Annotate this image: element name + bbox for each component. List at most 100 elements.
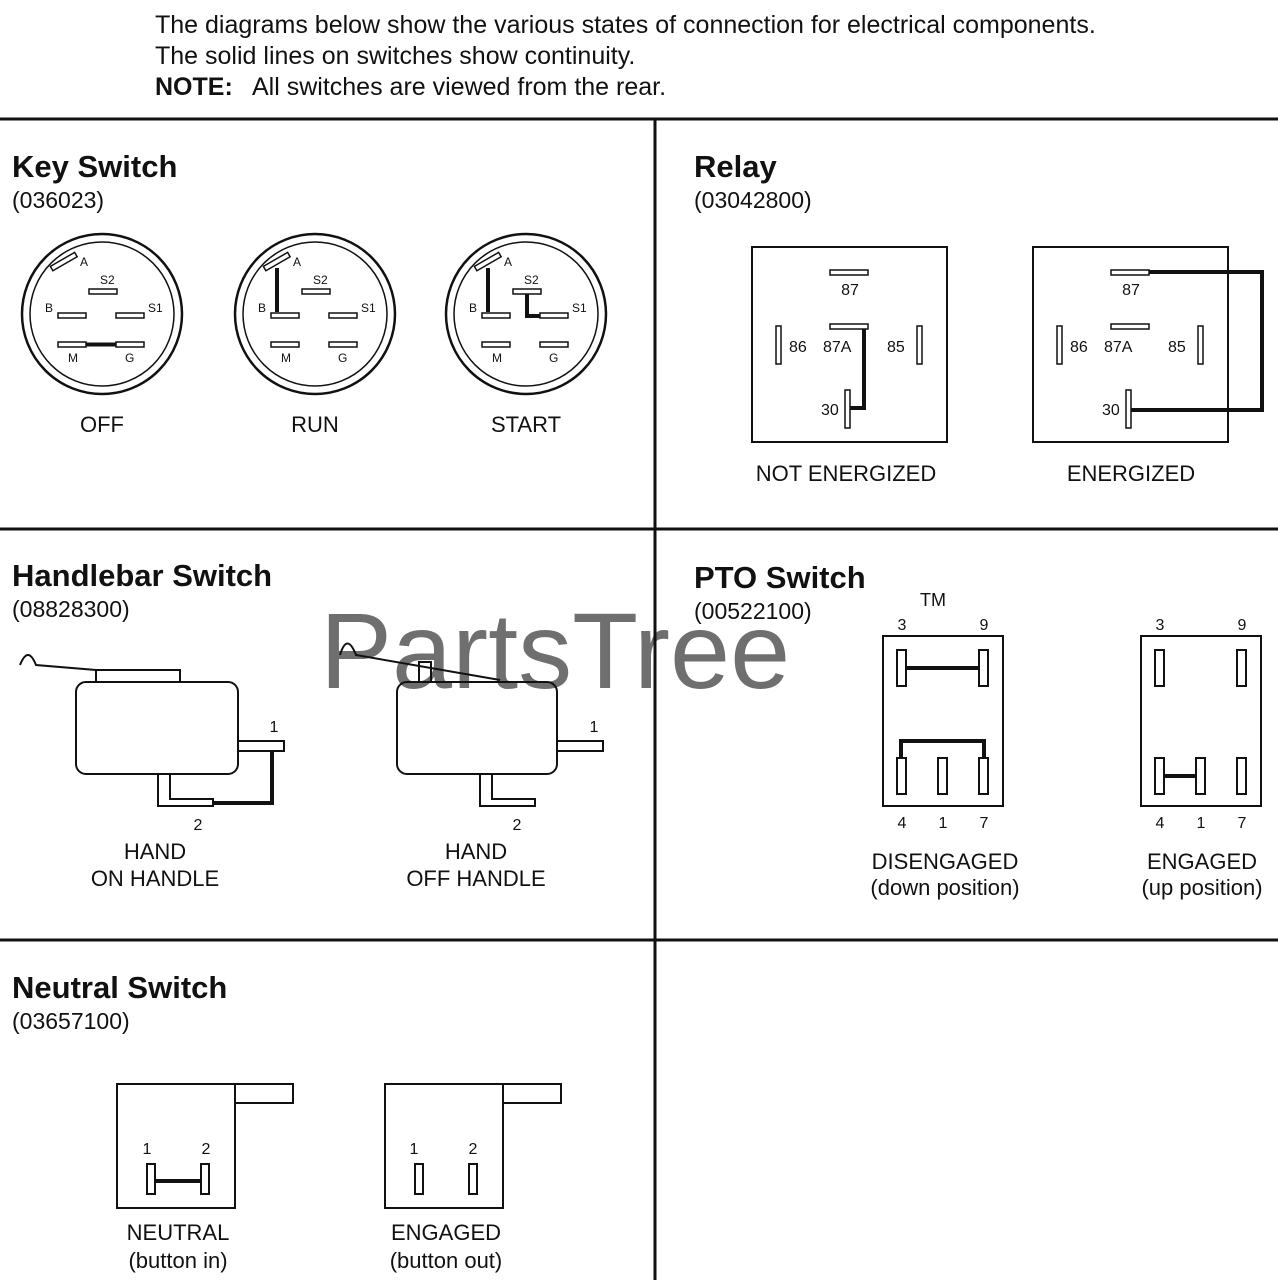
relay-title: Relay	[694, 149, 777, 184]
terminal-85	[1197, 325, 1204, 365]
label-1: 1	[1197, 815, 1206, 832]
neutral-switch-title: Neutral Switch	[12, 970, 227, 1005]
label-87: 87	[1122, 282, 1140, 299]
terminal-b	[57, 312, 87, 319]
label-86: 86	[1070, 339, 1088, 356]
terminal-1	[1195, 757, 1206, 795]
pto-disengaged-diagram	[882, 635, 1004, 807]
terminal-b	[270, 312, 300, 319]
handlebar-on-handle-diagram	[19, 654, 285, 807]
label-87: 87	[841, 282, 859, 299]
terminal-85	[916, 325, 923, 365]
note-text: All switches are viewed from the rear.	[252, 73, 666, 101]
terminal-s1	[539, 312, 569, 319]
terminal-s2	[512, 288, 542, 295]
terminal-3	[1154, 649, 1165, 687]
terminal-87a	[1110, 323, 1150, 330]
terminal-4	[1154, 757, 1165, 795]
label-85: 85	[1168, 339, 1186, 356]
key-switch-part-number: (036023)	[12, 187, 104, 213]
terminal-9	[1236, 649, 1247, 687]
terminal-1	[937, 757, 948, 795]
actuator-lever	[19, 654, 180, 671]
label-g: G	[125, 351, 134, 365]
key-switch-off-caption: OFF	[80, 412, 124, 437]
terminal-m	[481, 341, 511, 348]
label-4: 4	[898, 815, 907, 832]
continuity-s2-s1	[525, 294, 540, 318]
intro-text: The diagrams below show the various stat…	[155, 11, 1096, 101]
label-g: G	[549, 351, 558, 365]
label-87a: 87A	[823, 339, 852, 356]
label-s1: S1	[572, 301, 587, 315]
label-s1: S1	[148, 301, 163, 315]
terminal-86	[775, 325, 782, 365]
neutral-housing	[384, 1083, 504, 1209]
key-switch-run-caption: RUN	[291, 412, 339, 437]
terminal-9	[978, 649, 989, 687]
label-a: A	[504, 255, 512, 269]
terminal-4	[896, 757, 907, 795]
watermark: PartsTree	[320, 590, 790, 711]
terminal-m	[270, 341, 300, 348]
plunger-button	[502, 1083, 562, 1104]
neutral-caption-1: NEUTRAL	[127, 1220, 230, 1245]
terminal-s2	[301, 288, 331, 295]
terminal-2	[157, 774, 214, 807]
relay-section: Relay (03042800) 87 86 87A 85 30 NOT ENE…	[694, 149, 1264, 486]
label-b: B	[469, 301, 477, 315]
pto-housing	[1140, 635, 1262, 807]
relay-housing	[751, 246, 948, 443]
label-30: 30	[1102, 402, 1120, 419]
terminal-7	[978, 757, 989, 795]
pto-engaged-caption-2: (up position)	[1141, 875, 1262, 900]
label-b: B	[258, 301, 266, 315]
key-switch-off-diagram: A S2 B S1 M G	[20, 232, 184, 396]
label-30: 30	[821, 402, 839, 419]
plunger-button	[95, 669, 181, 683]
terminal-g	[539, 341, 569, 348]
handlebar-switch-title: Handlebar Switch	[12, 558, 272, 593]
terminal-a	[262, 251, 292, 272]
terminal-2	[200, 1163, 210, 1195]
relay-part-number: (03042800)	[694, 187, 812, 213]
terminal-m	[57, 341, 87, 348]
terminal-a	[49, 251, 79, 272]
neutral-caption-2: (button in)	[128, 1248, 227, 1273]
pto-switch-section: PTO Switch (00522100) 3 9 4 1 7 DISENGAG…	[694, 560, 1263, 900]
terminal-7	[1236, 757, 1247, 795]
key-switch-housing-inner	[453, 241, 599, 387]
terminal-s1	[115, 312, 145, 319]
terminal-2	[479, 774, 536, 807]
plunger-button	[234, 1083, 294, 1104]
label-2: 2	[469, 1141, 478, 1158]
relay-not-energized-diagram: 87 86 87A 85 30	[751, 246, 948, 443]
handlebar-switch-section: Handlebar Switch (08828300) 1 2 HAND ON …	[12, 558, 604, 891]
key-switch-housing	[444, 232, 608, 396]
label-1: 1	[590, 719, 599, 736]
note-label: NOTE:	[155, 73, 233, 101]
label-3: 3	[1156, 617, 1165, 634]
terminal-b	[481, 312, 511, 319]
key-switch-start-caption: START	[491, 412, 561, 437]
label-3: 3	[898, 617, 907, 634]
continuity-1-2	[213, 751, 274, 805]
handlebar-off-caption-2: OFF HANDLE	[406, 866, 545, 891]
handlebar-on-caption-1: HAND	[124, 839, 186, 864]
label-s1: S1	[361, 301, 376, 315]
key-switch-housing-inner	[29, 241, 175, 387]
terminal-1	[146, 1163, 156, 1195]
terminal-30	[844, 389, 851, 429]
neutral-button-in-diagram	[116, 1083, 294, 1209]
label-2: 2	[513, 817, 522, 834]
label-7: 7	[980, 815, 989, 832]
key-switch-title: Key Switch	[12, 149, 177, 184]
label-85: 85	[887, 339, 905, 356]
label-1: 1	[143, 1141, 152, 1158]
pto-engaged-caption-1: ENGAGED	[1147, 849, 1257, 874]
neutral-button-out-diagram	[384, 1083, 562, 1209]
key-switch-housing-inner	[242, 241, 388, 387]
terminal-s1	[328, 312, 358, 319]
handlebar-on-caption-2: ON HANDLE	[91, 866, 219, 891]
relay-energized-caption: ENERGIZED	[1067, 461, 1195, 486]
